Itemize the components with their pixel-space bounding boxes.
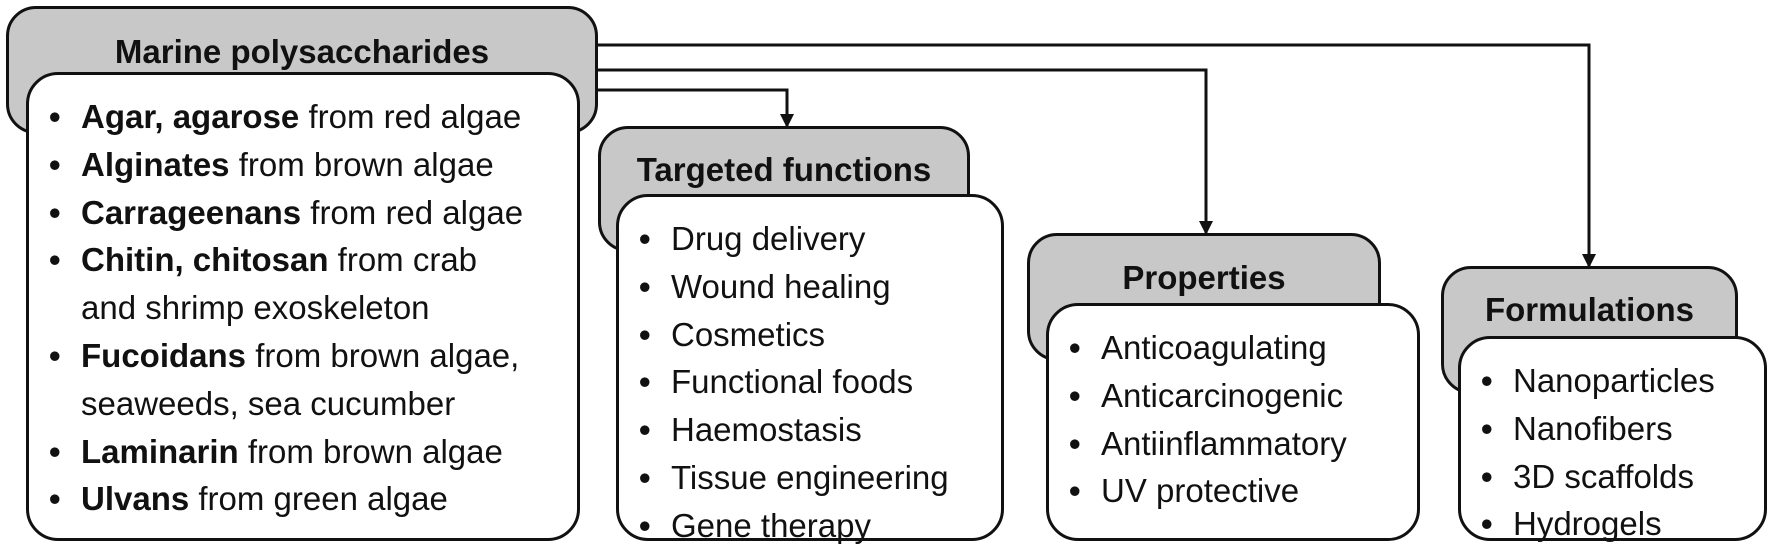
arrow-to-properties <box>592 68 1213 235</box>
formulations-title: Formulations <box>1484 291 1694 328</box>
list-item: • Hydrogels <box>1481 500 1752 548</box>
list-item: • Nanofibers <box>1481 405 1752 453</box>
bullet: • <box>639 458 651 496</box>
source-name: Agar, agarose <box>81 98 300 135</box>
bullet: • <box>1481 409 1493 447</box>
source-origin: from red algae <box>301 193 524 231</box>
bullet: • <box>1481 457 1493 495</box>
formulations-list-box: • Nanoparticles • Nanofibers • 3D scaffolds… <box>1458 336 1767 542</box>
bullet: • <box>639 315 651 353</box>
property-label: UV protective <box>1101 472 1300 510</box>
bullet: • <box>639 363 651 401</box>
list-item: • Fucoidans from brown algae, <box>49 332 565 380</box>
function-label: Cosmetics <box>671 315 826 353</box>
property-label: Anticarcinogenic <box>1101 376 1344 414</box>
formulations-list: • Nanoparticles • Nanofibers • 3D scaffolds… <box>1481 357 1752 548</box>
function-label: Haemostasis <box>671 411 862 449</box>
properties-title: Properties <box>1122 259 1286 296</box>
bullet: • <box>49 241 61 279</box>
list-item: • Nanoparticles <box>1481 357 1752 405</box>
bullet: • <box>49 145 61 183</box>
list-item: • Laminarin from brown algae <box>49 428 565 476</box>
bullet: • <box>1069 329 1081 366</box>
list-item: • Chitin, chitosan from crab <box>49 236 565 284</box>
list-item: • Gene therapy <box>639 502 989 550</box>
list-item: • 3D scaffolds <box>1481 453 1752 501</box>
source-name: Alginates <box>81 145 230 183</box>
source-origin: from brown algae, <box>246 336 520 374</box>
list-item: • Antiinflammatory <box>1069 420 1405 468</box>
list-item: • Haemostasis <box>639 406 989 454</box>
list-item: • Drug delivery <box>639 215 989 263</box>
function-label: Drug delivery <box>671 220 866 257</box>
list-item: • Anticarcinogenic <box>1069 372 1405 420</box>
bullet: • <box>1069 424 1081 462</box>
source-name: Laminarin <box>81 432 239 470</box>
formulations-card: Formulations • Nanoparticles • Nanofibers … <box>1441 266 1767 542</box>
formulation-label: Nanoparticles <box>1513 362 1715 399</box>
marine-polysaccharides-title: Marine polysaccharides <box>114 33 490 70</box>
list-item: • Carrageenans from red algae <box>49 189 565 237</box>
bullet: • <box>1481 362 1493 399</box>
targeted-functions-card: Targeted functions • Drug delivery • Wound… <box>598 126 1004 544</box>
function-label: Tissue engineering <box>671 458 949 496</box>
properties-list-box: • Anticoagulating • Anticarcinogenic • Anti… <box>1046 303 1420 541</box>
formulation-label: 3D scaffolds <box>1513 457 1694 495</box>
bullet: • <box>1481 505 1493 543</box>
bullet: • <box>639 220 651 257</box>
source-origin: seaweeds, sea cucumber <box>81 384 456 422</box>
bullet: • <box>49 432 61 470</box>
list-item: • Cosmetics <box>639 311 989 359</box>
list-item: • UV protective <box>1069 467 1405 515</box>
list-item: • Functional foods <box>639 358 989 406</box>
property-label: Anticoagulating <box>1101 329 1327 366</box>
source-origin: from brown algae <box>229 145 494 183</box>
source-origin: from red algae <box>299 98 522 135</box>
bullet: • <box>1069 472 1081 510</box>
list-item-continuation: seaweeds, sea cucumber <box>49 380 565 428</box>
formulation-label: Hydrogels <box>1513 505 1662 543</box>
source-origin: from brown algae <box>238 432 503 470</box>
bullet: • <box>639 411 651 449</box>
function-label: Gene therapy <box>671 506 871 544</box>
bullet: • <box>49 193 61 231</box>
list-item: • Alginates from brown algae <box>49 141 565 189</box>
targeted-functions-list: • Drug delivery • Wound healing • Cosmetics… <box>639 215 989 550</box>
arrow-to-formulations <box>592 43 1596 268</box>
formulation-label: Nanofibers <box>1513 409 1673 447</box>
properties-card: Properties • Anticoagulating • Anticarcino… <box>1027 233 1420 541</box>
function-label: Wound healing <box>671 267 891 305</box>
properties-list: • Anticoagulating • Anticarcinogenic • Anti… <box>1069 324 1405 515</box>
targeted-functions-list-box: • Drug delivery • Wound healing • Cosmetics… <box>616 194 1004 544</box>
source-name: Fucoidans <box>81 336 247 374</box>
list-item: • Ulvans from green algae <box>49 475 565 523</box>
marine-polysaccharides-card: Marine polysaccharides • Agar, agarose fr… <box>6 6 598 541</box>
list-item: • Tissue engineering <box>639 454 989 502</box>
arrow-to-targeted-functions <box>592 88 794 128</box>
list-item: • Anticoagulating <box>1069 324 1405 372</box>
source-origin: from crab <box>328 241 478 279</box>
property-label: Antiinflammatory <box>1101 424 1347 462</box>
function-label: Functional foods <box>671 363 914 401</box>
source-origin: from green algae <box>189 480 448 518</box>
bullet: • <box>49 336 61 374</box>
source-name: Carrageenans <box>81 193 302 231</box>
marine-polysaccharides-list-box: • Agar, agarose from red algae • Alginates… <box>26 72 580 541</box>
targeted-functions-title: Targeted functions <box>636 151 932 188</box>
source-name: Ulvans <box>81 480 190 518</box>
bullet: • <box>639 267 651 305</box>
source-name: Chitin, chitosan <box>81 241 329 279</box>
list-item: • Agar, agarose from red algae <box>49 93 565 141</box>
source-origin: and shrimp exoskeleton <box>81 289 430 327</box>
bullet: • <box>639 506 651 544</box>
list-item-continuation: and shrimp exoskeleton <box>49 284 565 332</box>
marine-polysaccharides-list: • Agar, agarose from red algae • Alginates… <box>49 93 565 523</box>
list-item: • Wound healing <box>639 263 989 311</box>
bullet: • <box>49 98 61 135</box>
bullet: • <box>1069 376 1081 414</box>
bullet: • <box>49 480 61 518</box>
